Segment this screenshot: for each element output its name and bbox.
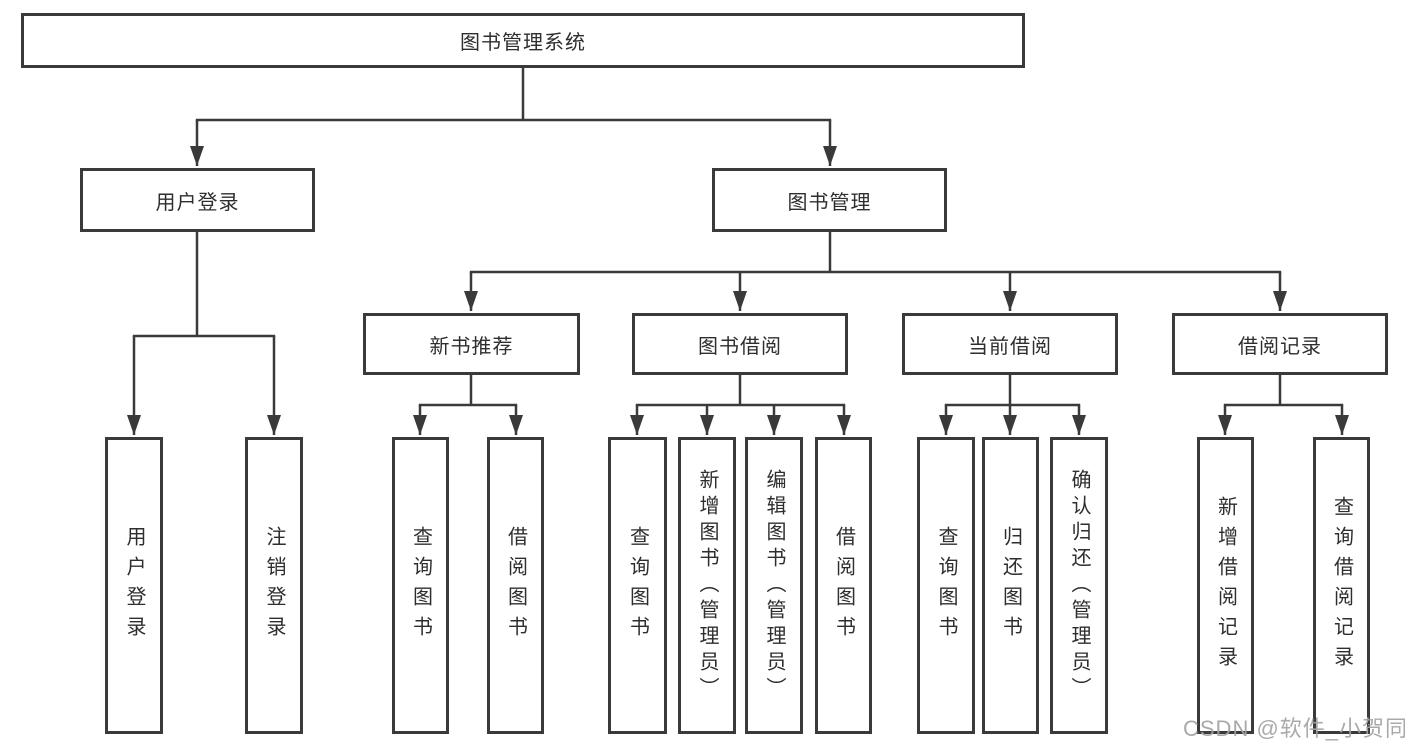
node-label: 查询借阅记录 <box>1330 495 1353 676</box>
node-new-book-recommend: 新书推荐 <box>363 313 580 375</box>
node-leaf-bb-add-books-admin: 新增图书（管理员） <box>678 437 736 734</box>
node-label: 借阅图书 <box>832 525 855 646</box>
node-label: 用户登录 <box>123 525 145 646</box>
node-label: 查询图书 <box>935 525 957 646</box>
node-label: 编辑图书（管理员） <box>763 468 785 703</box>
node-label: 归还图书 <box>999 525 1022 646</box>
node-label: 注销登录 <box>263 525 285 646</box>
node-label: 借阅记录 <box>1238 335 1322 358</box>
node-label: 确认归还（管理员） <box>1068 468 1090 703</box>
watermark: CSDN @软件_小贺同学 <box>1183 716 1405 741</box>
node-leaf-logout: 注销登录 <box>245 437 303 734</box>
node-leaf-cb-return-books: 归还图书 <box>982 437 1039 734</box>
node-label: 用户登录 <box>155 191 240 214</box>
node-label: 图书管理 <box>787 191 872 214</box>
node-leaf-user-login: 用户登录 <box>105 437 163 734</box>
node-label: 新增图书（管理员） <box>696 468 718 703</box>
node-current-borrow: 当前借阅 <box>902 313 1118 375</box>
node-leaf-br-add-record: 新增借阅记录 <box>1197 437 1254 734</box>
node-label: 查询图书 <box>409 525 432 646</box>
node-label: 查询图书 <box>626 525 649 646</box>
node-label: 借阅图书 <box>504 525 527 646</box>
node-leaf-bb-query-books: 查询图书 <box>608 437 667 734</box>
node-label: 图书借阅 <box>698 335 782 358</box>
node-label: 新增借阅记录 <box>1214 495 1237 676</box>
node-leaf-nbr-query-books: 查询图书 <box>392 437 449 734</box>
node-leaf-cb-confirm-return-admin: 确认归还（管理员） <box>1050 437 1108 734</box>
node-book-borrow: 图书借阅 <box>632 313 848 375</box>
node-leaf-bb-borrow-books: 借阅图书 <box>815 437 872 734</box>
node-borrow-records: 借阅记录 <box>1172 313 1388 375</box>
node-leaf-cb-query-books: 查询图书 <box>917 437 975 734</box>
node-book-management-system: 图书管理系统 <box>21 13 1025 68</box>
node-leaf-nbr-borrow-books: 借阅图书 <box>487 437 544 734</box>
node-user-login: 用户登录 <box>80 168 315 232</box>
node-label: 新书推荐 <box>429 335 514 358</box>
node-leaf-bb-edit-books-admin: 编辑图书（管理员） <box>745 437 803 734</box>
node-label: 图书管理系统 <box>460 32 586 54</box>
node-book-management: 图书管理 <box>712 168 947 232</box>
node-leaf-br-query-record: 查询借阅记录 <box>1313 437 1370 734</box>
node-label: 当前借阅 <box>968 335 1052 358</box>
